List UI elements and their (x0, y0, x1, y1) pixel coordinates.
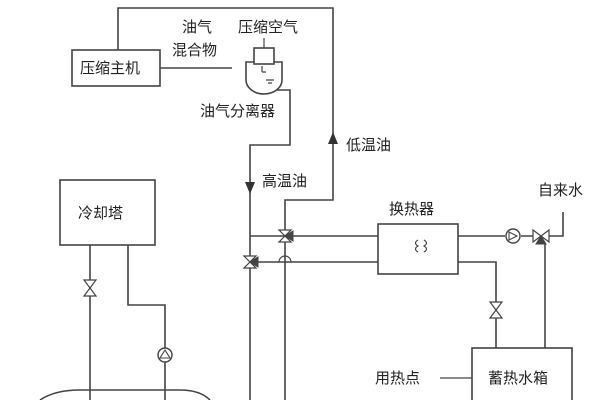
heat-exchanger-coil-icon (414, 239, 428, 253)
heat-use-point-label: 用热点 (375, 369, 420, 387)
cooling-pump-icon (157, 347, 173, 363)
low-temp-oil-label: 低温油 (346, 136, 391, 154)
pipe-crossover (278, 255, 292, 263)
tap-water-label: 自来水 (538, 181, 583, 199)
three-way-valve-lower-icon (242, 255, 259, 269)
high-temp-oil-label: 高温油 (262, 172, 307, 190)
oil-gas-mix-label-1: 油气 (182, 18, 212, 36)
low-temp-arrow-icon (328, 132, 338, 144)
ground-symbol-icon (266, 79, 274, 84)
water-pump-icon (505, 228, 521, 244)
cooling-return-pipe (127, 245, 166, 348)
cooling-valve-icon (82, 279, 98, 297)
heat-exchanger-label: 换热器 (389, 200, 434, 218)
three-way-valve-right-icon (532, 228, 550, 245)
oil-gas-mix-label-2: 混合物 (172, 41, 217, 59)
three-way-valve-upper-icon (277, 229, 294, 243)
tank-valve-icon (488, 301, 504, 319)
storage-tank-label: 蓄热水箱 (488, 369, 548, 387)
piping (89, 7, 564, 400)
high-temp-oil-pipe (249, 89, 291, 400)
tap-water-pipe (545, 212, 564, 237)
compressor-box (71, 49, 161, 87)
compressor-label: 压缩主机 (80, 59, 140, 77)
oil-gas-separator-label: 油气分离器 (200, 102, 275, 120)
high-temp-arrow-icon (245, 182, 255, 194)
separator-vessel-icon (245, 61, 283, 95)
separator-cap (253, 47, 275, 65)
storage-tank-box (471, 347, 573, 405)
hx-to-tank-pipe (458, 261, 497, 350)
heat-exchanger-box (377, 223, 459, 275)
cooling-tower-label: 冷却塔 (78, 204, 123, 222)
bottom-tank-outline (39, 389, 211, 401)
separator-filter-icon (261, 66, 266, 73)
compressed-air-label: 压缩空气 (238, 18, 298, 36)
separator (245, 47, 283, 95)
cooling-tower-box (59, 179, 156, 246)
flow-arrows (245, 132, 338, 194)
